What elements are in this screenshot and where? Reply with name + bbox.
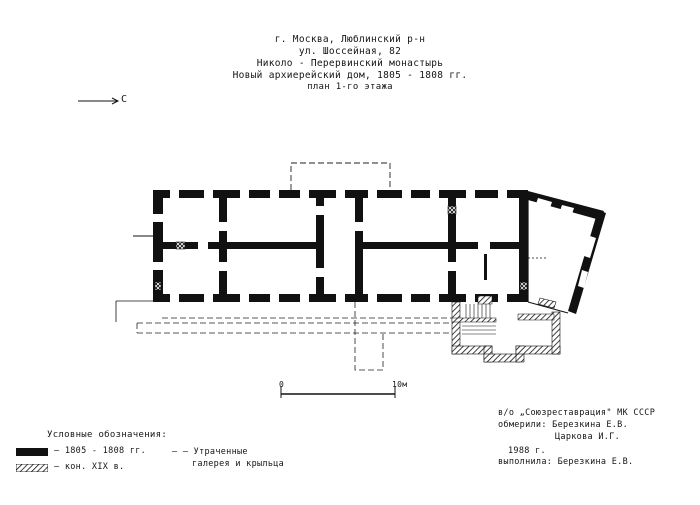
scale-start-label: 0 [279, 380, 285, 389]
credits-measured-second: Царкова И.Г. [555, 432, 621, 442]
lost-gallery [136, 302, 452, 371]
title-plan: план 1-го этажа [307, 82, 393, 92]
legend-item-lost-line1: — — Утраченные [172, 447, 248, 457]
credits: в/о „Союзреставрация" МК СССР обмерили: … [498, 408, 694, 468]
north-arrow-icon [78, 97, 120, 105]
scale-bar-graphic [280, 386, 396, 398]
credits-executed: выполнила: Березкина Е.В. [498, 457, 634, 467]
legend-item-1805: — 1805 - 1808 гг. [54, 446, 147, 456]
north-label: С [121, 94, 128, 105]
main-walls [153, 190, 528, 302]
credits-measured: обмерили: Березкина Е.В. [498, 420, 629, 430]
legend-heading: Условные обозначения: [47, 430, 168, 440]
credits-org: в/о „Союзреставрация" МК СССР [498, 408, 656, 418]
legend-item-late19: — кон. XIX в. [54, 462, 125, 472]
legend: Условные обозначения: — 1805 - 1808 гг. … [14, 430, 344, 486]
title-building: Новый архиерейский дом, 1805 - 1808 гг. [232, 70, 468, 81]
credits-year: 1988 г. [508, 446, 546, 456]
scale-end-label: 10м [392, 380, 408, 389]
late-infills-main [154, 205, 528, 291]
legend-swatch-hatched [16, 464, 48, 472]
title-street: ул. Шоссейная, 82 [298, 46, 402, 57]
interior-walls [163, 198, 519, 294]
title-location: г. Москва, Люблинский р-н [274, 34, 426, 45]
legend-item-lost-line2: галерея и крыльца [192, 459, 285, 469]
east-wing [520, 191, 606, 314]
lost-porch-north [290, 162, 391, 190]
title-monastery: Николо - Перервинский монастырь [256, 58, 444, 69]
late-annex [451, 254, 561, 363]
legend-swatch-solid [16, 448, 48, 456]
scale-bar: 0 10м [278, 380, 408, 406]
north-arrow: С [76, 94, 156, 108]
